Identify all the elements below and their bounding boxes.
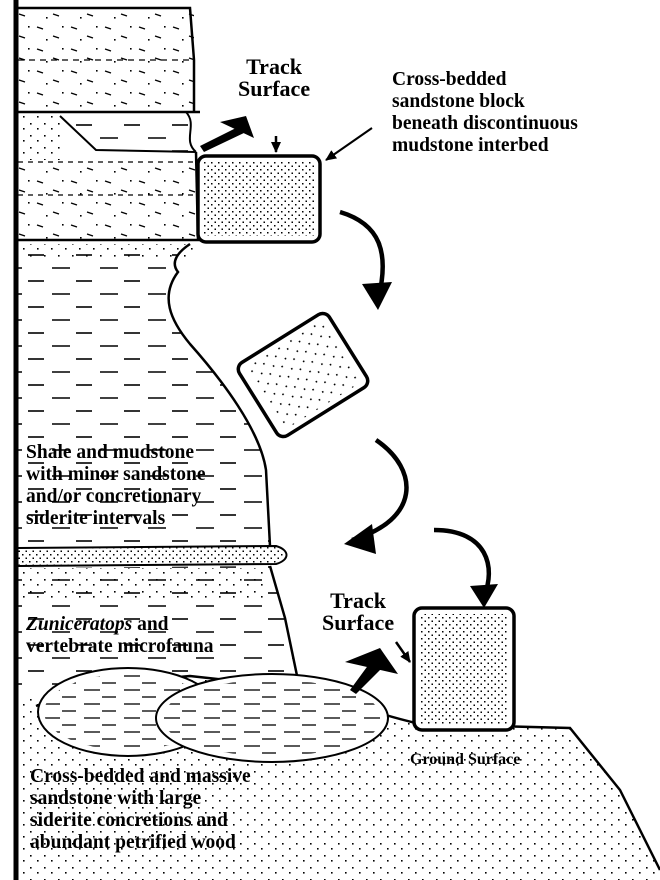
sandstone-line-1: Cross-bedded and massive	[30, 766, 251, 788]
top-track-surface-label: Track Surface	[238, 56, 310, 100]
shale-line-3: and/or concretionary	[26, 486, 206, 508]
shale-line-2: with minor sandstone	[26, 464, 206, 486]
sandstone-line-3: siderite concretions and	[30, 810, 251, 832]
shale-unit-label: Shale and mudstone with minor sandstone …	[26, 442, 206, 530]
block-desc-line-2: sandstone block	[392, 91, 578, 113]
bottom-track-line-2: Surface	[322, 612, 394, 634]
top-track-line-2: Surface	[238, 78, 310, 100]
bottom-track-arrows	[345, 642, 410, 694]
block-description-label: Cross-bedded sandstone block beneath dis…	[392, 69, 578, 157]
sandstone-line-4: abundant petrified wood	[30, 832, 251, 854]
sandstone-unit-label: Cross-bedded and massive sandstone with …	[30, 766, 251, 854]
shale-line-1: Shale and mudstone	[26, 442, 206, 464]
fauna-and: and	[132, 614, 168, 635]
fall-arrows	[340, 212, 498, 608]
shale-line-4: siderite intervals	[26, 508, 206, 530]
fauna-line-2: vertebrate microfauna	[26, 636, 214, 658]
block-on-ground	[414, 608, 514, 730]
fauna-label: Zuniceratops and vertebrate microfauna	[26, 614, 214, 658]
block-desc-line-1: Cross-bedded	[392, 69, 578, 91]
block-falling	[235, 310, 370, 439]
bottom-track-line-1: Track	[322, 590, 394, 612]
top-track-line-1: Track	[238, 56, 310, 78]
block-desc-line-4: mudstone interbed	[392, 135, 578, 157]
block-desc-line-3: beneath discontinuous	[392, 113, 578, 135]
top-track-arrows	[200, 116, 372, 160]
block-in-cliff	[198, 156, 320, 242]
sandstone-line-2: sandstone with large	[30, 788, 251, 810]
bottom-track-surface-label: Track Surface	[322, 590, 394, 634]
ground-surface-label: Ground Surface	[410, 751, 520, 769]
fauna-genus: Zuniceratops	[26, 614, 132, 635]
